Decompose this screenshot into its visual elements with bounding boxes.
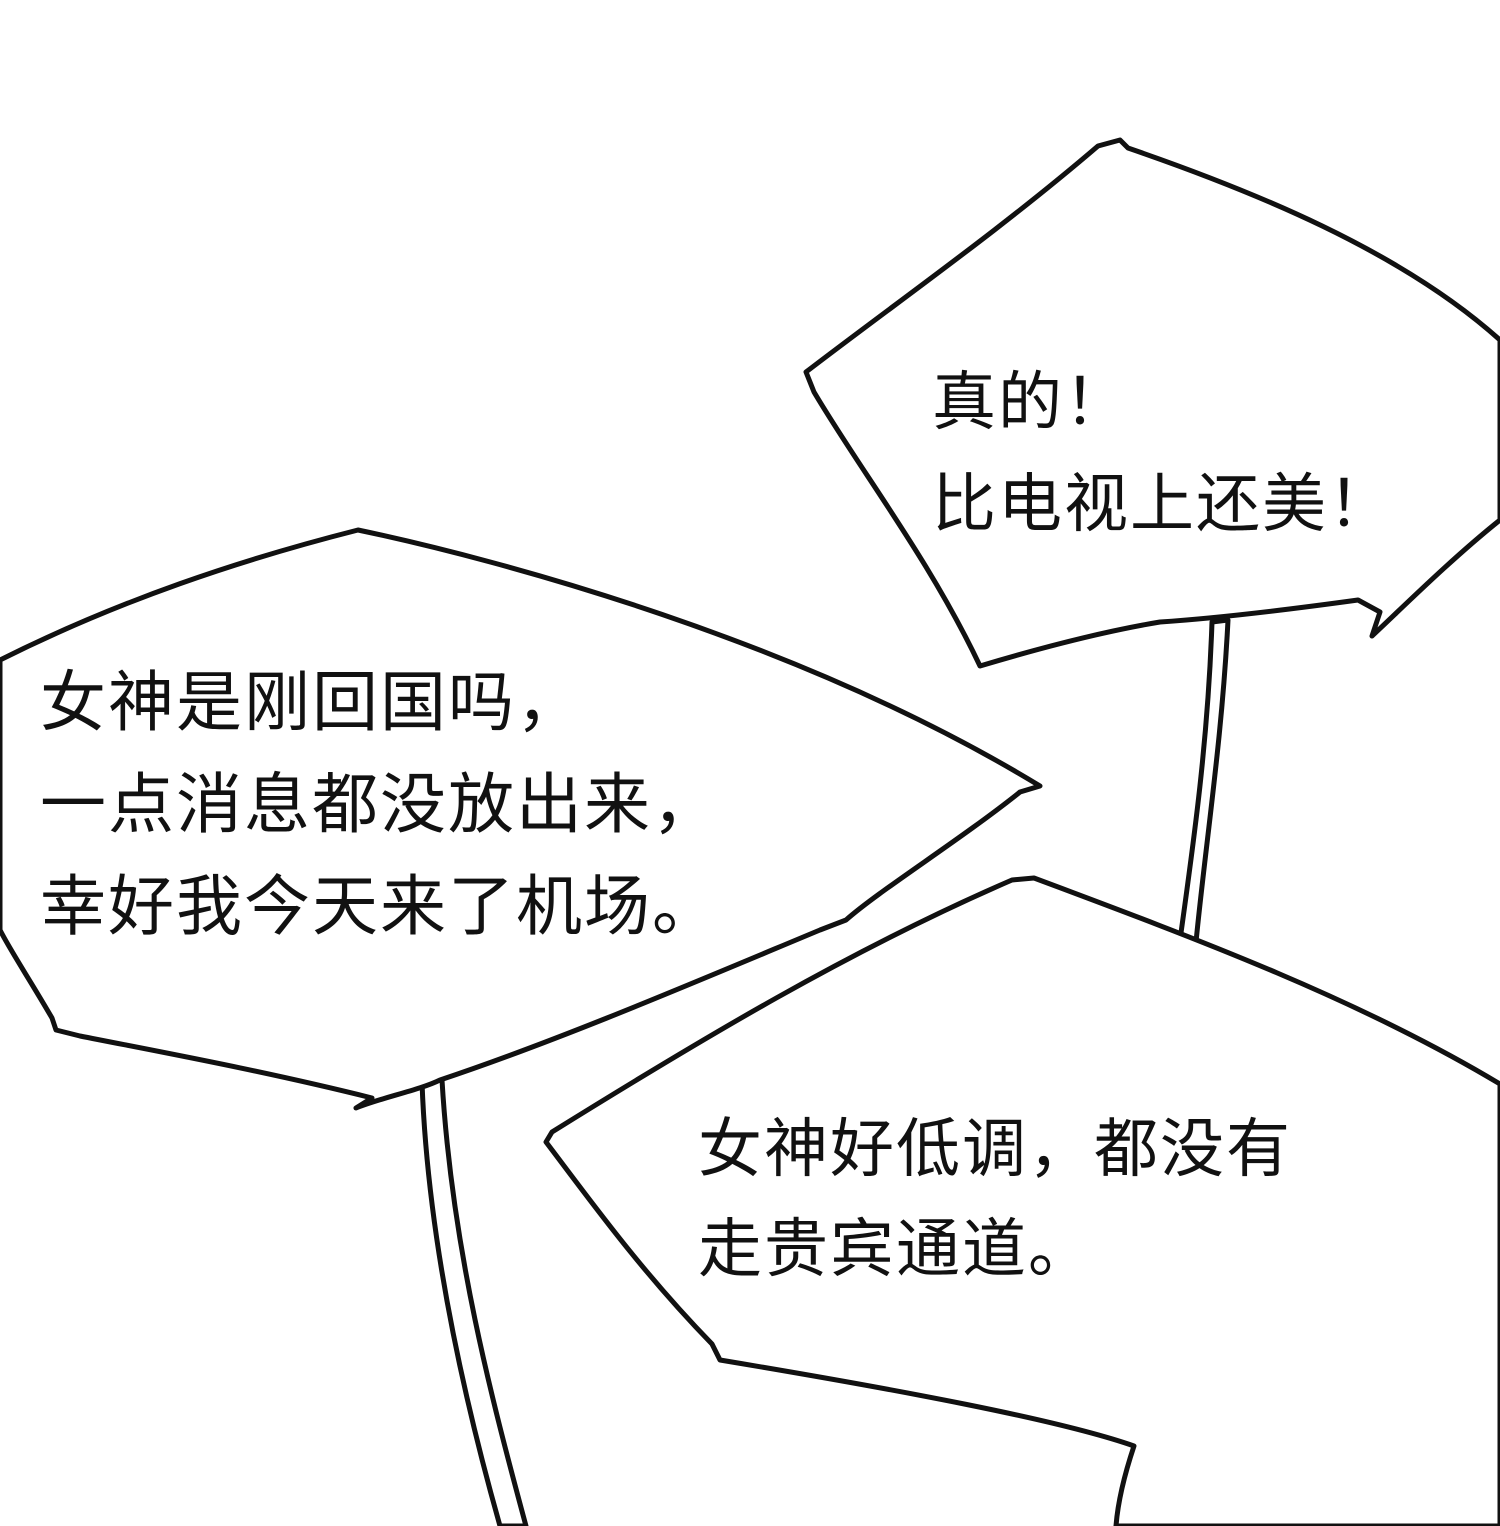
bubble-1-line-1: 真的！ — [932, 366, 1130, 440]
bubble-3-outline — [543, 875, 1500, 1526]
bubble-1-text: 真的！ 比电视上还美！ — [932, 352, 1394, 556]
bubble-3-line-2: 走贵宾通道。 — [698, 1213, 1094, 1287]
bubble-2-text: 女神是刚回国吗， 一点消息都没放出来， 幸好我今天来了机场。 — [40, 652, 720, 958]
bubble-2-line-3: 幸好我今天来了机场。 — [40, 868, 720, 945]
bubble-2-outline — [0, 527, 1043, 1111]
bubble-1-line-2: 比电视上还美！ — [932, 468, 1394, 542]
bubble-2-line-1: 女神是刚回国吗， — [40, 664, 584, 741]
bubble-2-line-2: 一点消息都没放出来， — [40, 766, 720, 843]
bubble-1-tail — [1177, 617, 1231, 945]
bubble-2-tail — [419, 1077, 529, 1526]
bubble-3-text: 女神好低调，都没有 走贵宾通道。 — [698, 1100, 1292, 1300]
bubble-3-line-1: 女神好低调，都没有 — [698, 1113, 1292, 1187]
bubble-1-outline — [803, 137, 1500, 669]
